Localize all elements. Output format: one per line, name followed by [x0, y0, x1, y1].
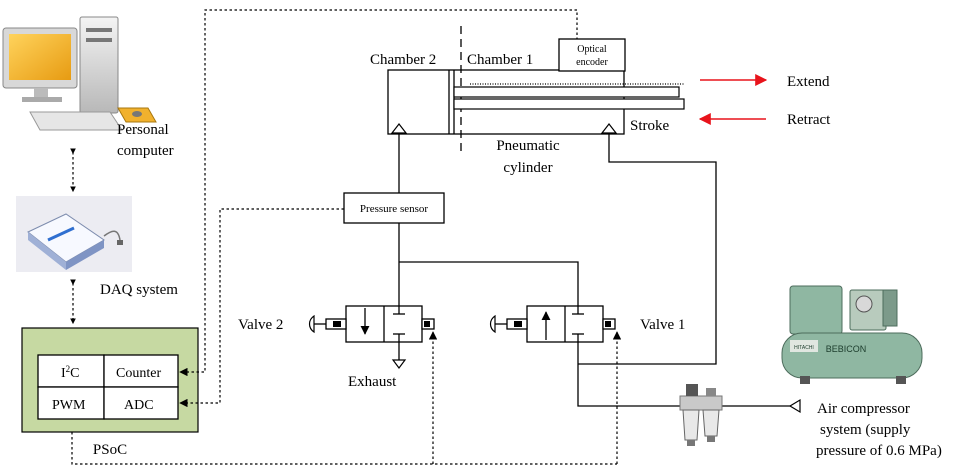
pwm-label: PWM: [52, 398, 86, 413]
encoder-label-1: Optical: [577, 44, 607, 55]
port-chamber1: [600, 123, 618, 134]
cylinder-label-1: Pneumatic: [496, 138, 560, 154]
valve2-symbol: [308, 305, 435, 343]
retract-label: Retract: [787, 112, 831, 128]
pneumatic-cylinder: [387, 26, 685, 156]
stroke-label: Stroke: [630, 118, 670, 134]
valve1-symbol: [489, 305, 616, 343]
adc-block: [103, 386, 179, 420]
exhaust-icon: [391, 359, 407, 369]
valve2-label: Valve 2: [238, 317, 283, 333]
pwm-block: [37, 386, 105, 420]
pressure-sensor-box: [343, 192, 445, 224]
supply-port-icon: [788, 398, 801, 414]
i2c-label: I2C: [61, 364, 80, 381]
desktop-computer-icon: [2, 16, 157, 131]
line-chamber1-valve1: [578, 134, 717, 365]
encoder-counter-signal: [179, 9, 578, 377]
daq-device-icon: [16, 196, 132, 272]
piston-rod: [453, 86, 680, 98]
line-valve1-supply: [577, 342, 680, 407]
cylinder-label-2: cylinder: [503, 160, 552, 176]
exhaust-label: Exhaust: [348, 374, 397, 390]
filter-regulator-icon: [679, 384, 723, 446]
extend-label: Extend: [787, 74, 830, 90]
compressor-label-2: system (supply: [820, 422, 911, 438]
psoc-label: PSoC: [93, 442, 127, 458]
valve1-label: Valve 1: [640, 317, 685, 333]
chamber2-label: Chamber 2: [370, 52, 436, 68]
pressure-sensor-label: Pressure sensor: [360, 203, 428, 215]
encoder-label-2: encoder: [576, 57, 608, 68]
sensor-adc-signal: [179, 208, 344, 408]
compressor-label-1: Air compressor: [817, 401, 910, 417]
pwm-valve-bus: [71, 432, 617, 465]
air-compressor-icon: BEBICON HITACHI: [781, 285, 923, 384]
daq-label: DAQ system: [100, 282, 178, 298]
optical-encoder-box: [558, 38, 626, 72]
chamber1-label: Chamber 1: [467, 52, 533, 68]
counter-label: Counter: [116, 366, 161, 381]
adc-label: ADC: [124, 398, 154, 413]
compressor-brand-text: BEBICON: [826, 344, 867, 354]
personal-label-line2: computer: [117, 143, 174, 159]
compressor-maker-text: HITACHI: [794, 345, 814, 351]
compressor-label-3: pressure of 0.6 MPa): [816, 443, 942, 459]
line-valves-cross: [399, 261, 579, 306]
personal-label-line1: Personal: [117, 122, 169, 138]
port-chamber2: [390, 123, 408, 134]
